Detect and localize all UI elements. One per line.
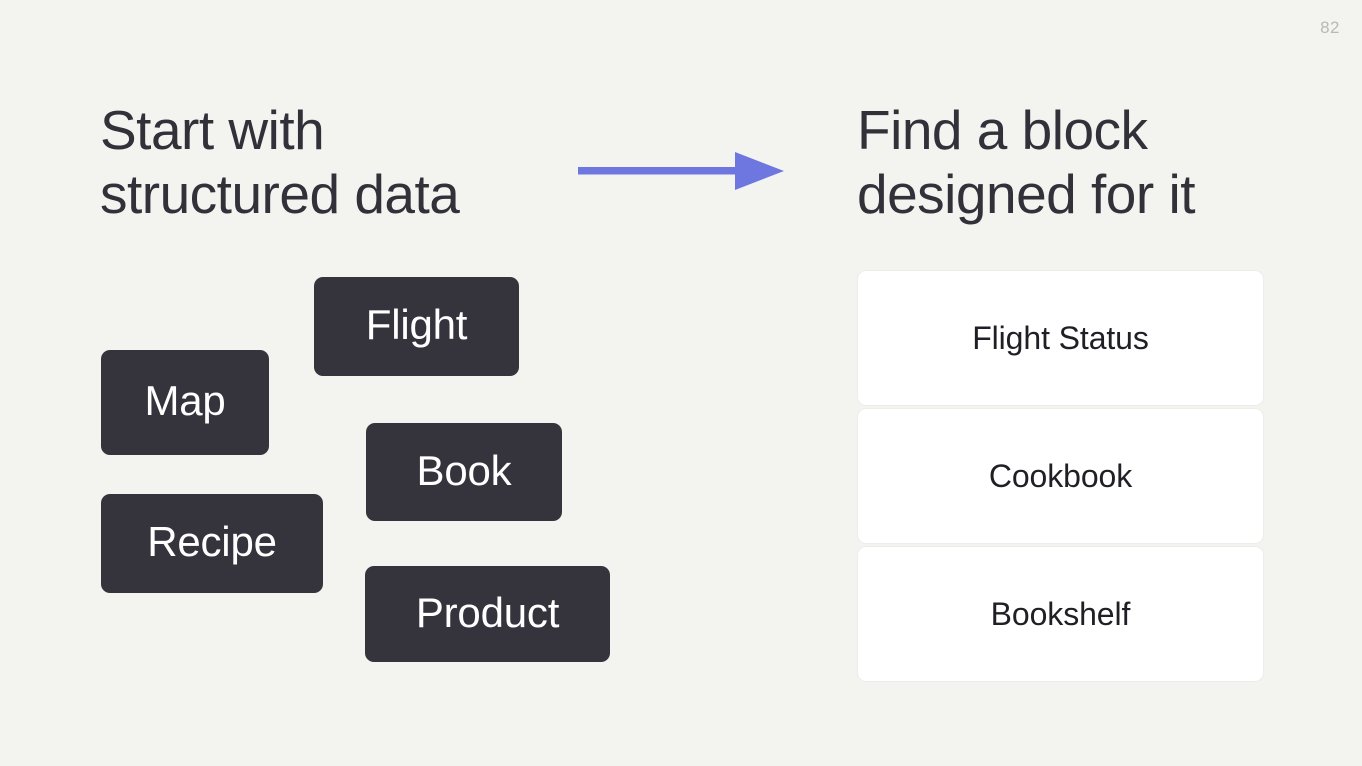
arrow-right-icon bbox=[575, 146, 790, 196]
block-card-cookbook[interactable]: Cookbook bbox=[857, 408, 1264, 544]
source-chip-map[interactable]: Map bbox=[101, 350, 269, 455]
source-chip-label: Flight bbox=[365, 301, 468, 348]
page-title-right: Find a block designed for it bbox=[857, 99, 1196, 225]
source-chip-label: Map bbox=[144, 377, 226, 424]
block-card-label: Flight Status bbox=[972, 319, 1149, 356]
source-chip-book[interactable]: Book bbox=[366, 423, 562, 521]
source-chip-label: Book bbox=[416, 446, 512, 494]
source-chip-label: Recipe bbox=[147, 518, 277, 565]
source-chip-flight[interactable]: Flight bbox=[314, 277, 519, 376]
block-card-label: Cookbook bbox=[988, 457, 1133, 494]
block-card-bookshelf[interactable]: Bookshelf bbox=[857, 546, 1264, 682]
page-title-left: Start with structured data bbox=[100, 99, 460, 225]
block-card-flight-status[interactable]: Flight Status bbox=[857, 270, 1264, 406]
page-number: 82 bbox=[1320, 18, 1340, 37]
block-card-label: Bookshelf bbox=[990, 595, 1131, 632]
source-chip-recipe[interactable]: Recipe bbox=[101, 494, 323, 593]
source-chip-label: Product bbox=[415, 588, 560, 636]
source-chip-product[interactable]: Product bbox=[365, 566, 610, 662]
